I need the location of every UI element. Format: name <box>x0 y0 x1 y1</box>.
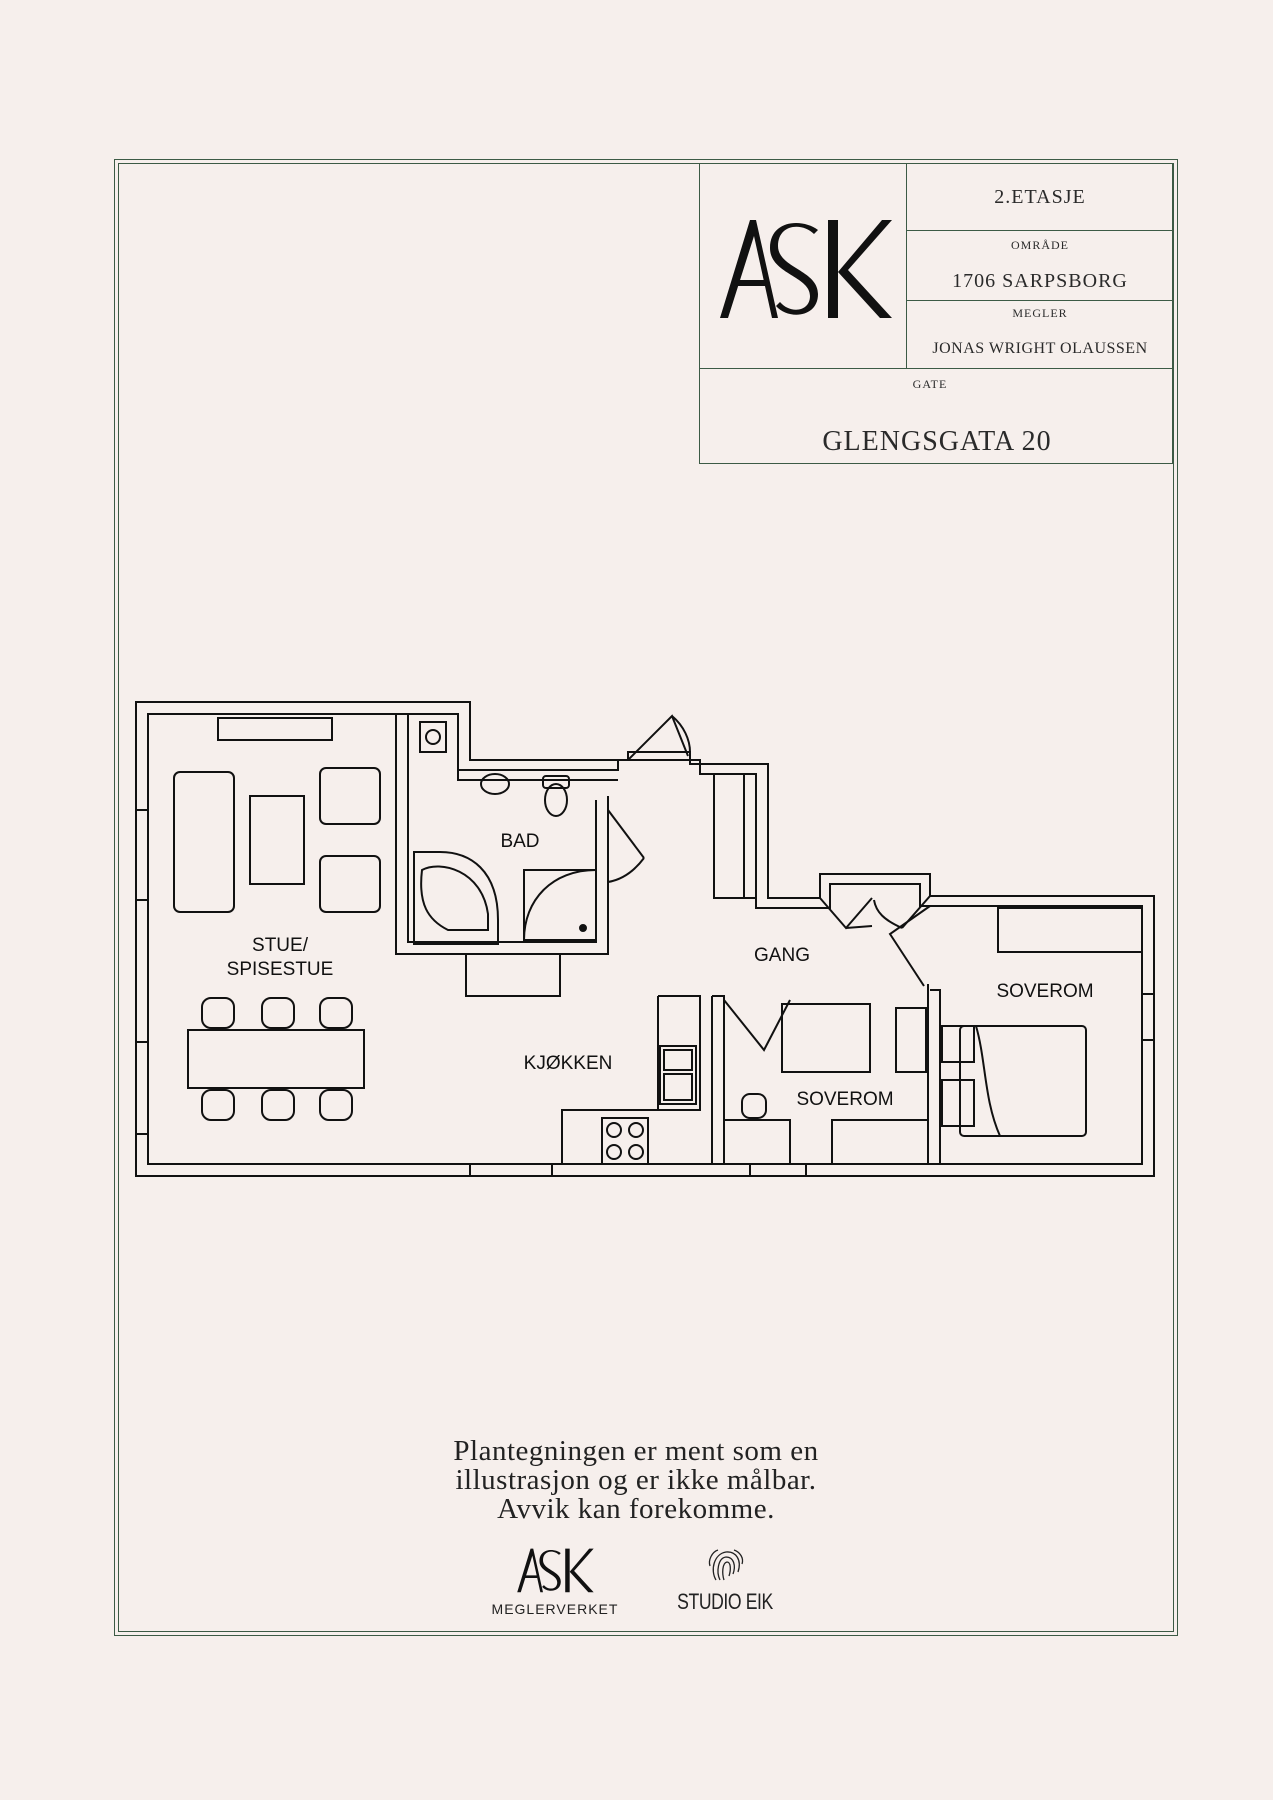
page-frame-outer <box>114 159 1178 1636</box>
ask-logo <box>720 220 892 318</box>
fingerprint-icon <box>708 1549 744 1581</box>
room-label-kitchen: KJØKKEN <box>523 1053 613 1074</box>
room-label-bath: BAD <box>500 831 540 852</box>
footer-ask-sub: MEGLERVERKET <box>491 1601 619 1617</box>
room-label-living: STUE/ SPISESTUE <box>200 934 360 982</box>
agent-label: MEGLER <box>1012 306 1068 320</box>
room-label-bedroom-large: SOVEROM <box>996 981 1094 1002</box>
street-label: GATE <box>912 377 948 391</box>
room-label-hall: GANG <box>754 945 810 966</box>
room-label-bedroom-small: SOVEROM <box>796 1089 894 1110</box>
footer-studio-logo: STUDIO EIK <box>660 1546 790 1615</box>
tb-divider-1 <box>906 230 1174 231</box>
tb-divider-2 <box>906 300 1174 301</box>
title-block: 2.ETASJE OMRÅDE 1706 SARPSBORG MEGLER JO… <box>699 163 1174 464</box>
room-label-living-line2: SPISESTUE <box>226 959 334 980</box>
footer-ask-mark <box>517 1548 594 1593</box>
tb-divider-3 <box>700 368 1174 369</box>
floor-label: 2.ETASJE <box>994 186 1086 208</box>
disclaimer-line-1: Plantegningen er ment som en <box>453 1435 819 1467</box>
disclaimer: Plantegningen er ment som en illustrasjo… <box>336 1437 936 1524</box>
disclaimer-line-3: Avvik kan forekomme. <box>497 1493 775 1525</box>
footer-ask-logo: MEGLERVERKET <box>480 1546 630 1617</box>
tb-divider-vertical <box>906 164 907 368</box>
room-label-living-line1: STUE/ <box>252 935 308 956</box>
street-value: GLENGSGATA 20 <box>822 426 1052 457</box>
area-value: 1706 SARPSBORG <box>952 270 1128 292</box>
disclaimer-line-2: illustrasjon og er ikke målbar. <box>455 1464 817 1496</box>
page-frame-inner <box>118 163 1174 1632</box>
footer-studio-text: STUDIO EIK <box>677 1589 773 1614</box>
agent-value: JONAS WRIGHT OLAUSSEN <box>932 340 1148 357</box>
area-label: OMRÅDE <box>1010 238 1069 252</box>
